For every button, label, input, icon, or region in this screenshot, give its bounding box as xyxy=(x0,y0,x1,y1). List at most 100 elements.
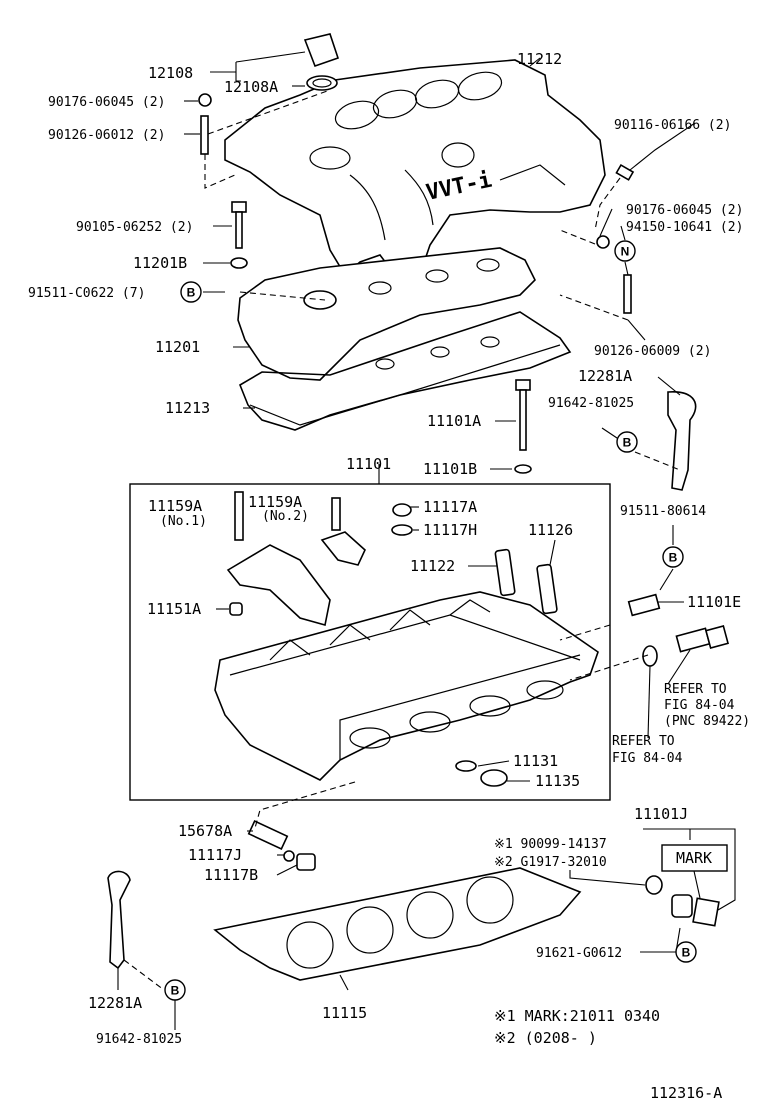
label-91621-G0612: 91621-G0612 xyxy=(536,946,622,961)
svg-text:B: B xyxy=(623,436,632,450)
label-90176-06045-a: 90176-06045 (2) xyxy=(48,95,165,110)
plug-15678A xyxy=(247,819,289,851)
label-11135: 11135 xyxy=(535,772,580,790)
label-11101: 11101 xyxy=(346,455,391,473)
bolt-11101A xyxy=(514,379,532,474)
label-11101E: 11101E xyxy=(687,593,741,611)
gasket-11213 xyxy=(239,311,572,431)
label-11117B: 11117B xyxy=(204,866,258,884)
label-90126-06009: 90126-06009 (2) xyxy=(594,344,711,359)
refer-1-line-3: (PNC 89422) xyxy=(664,714,750,729)
svg-text:B: B xyxy=(171,984,180,998)
note-2: ※2 G1917-32010 xyxy=(494,855,607,870)
label-11151A: 11151A xyxy=(147,600,201,618)
oil-filler-cap-12108 xyxy=(303,33,340,91)
label-11117J: 11117J xyxy=(188,846,242,864)
part-labels: 12108 12108A 11212 90176-06045 (2) 90126… xyxy=(28,50,750,1102)
gasket-11117J xyxy=(283,850,295,862)
sensor-11101E xyxy=(627,593,661,617)
label-12108: 12108 xyxy=(148,64,193,82)
label-11122: 11122 xyxy=(410,557,455,575)
label-12281A-bottom: 12281A xyxy=(88,994,142,1012)
label-11131: 11131 xyxy=(513,752,558,770)
callout-b-5: B xyxy=(164,979,186,1001)
svg-text:B: B xyxy=(669,551,678,565)
label-91642-81025-bottom: 91642-81025 xyxy=(96,1032,182,1047)
bolt-11159A-no1 xyxy=(234,491,244,541)
label-94150-10641: 94150-10641 (2) xyxy=(626,220,743,235)
label-11126: 11126 xyxy=(528,521,573,539)
label-11115: 11115 xyxy=(322,1004,367,1022)
nut-90176-right xyxy=(596,235,610,249)
label-90126-06012: 90126-06012 (2) xyxy=(48,128,165,143)
head-cover-11201 xyxy=(237,247,536,381)
refer-2-line-1: REFER TO xyxy=(612,734,675,749)
figure-id: 112316-A xyxy=(650,1084,722,1102)
nut-90176-left xyxy=(198,93,212,107)
guide-11126 xyxy=(536,563,558,615)
label-11117A: 11117A xyxy=(423,498,477,516)
label-90116-06166: 90116-06166 (2) xyxy=(614,118,731,133)
label-11159A-no2-sub: (No.2) xyxy=(262,509,309,524)
seal-11135 xyxy=(480,769,508,787)
callout-b-3: B xyxy=(662,546,684,568)
label-12108A: 12108A xyxy=(224,78,278,96)
note-1: ※1 90099-14137 xyxy=(494,837,607,852)
sensor-refer-89422 xyxy=(675,624,730,653)
label-91642-81025-top: 91642-81025 xyxy=(548,396,634,411)
callout-b-1: B xyxy=(180,281,202,303)
label-11101A: 11101A xyxy=(427,412,481,430)
camshaft-bearing-cap-no1 xyxy=(226,544,331,627)
label-11201B: 11201B xyxy=(133,254,187,272)
cylinder-head-box xyxy=(129,483,611,801)
label-11159A-no1-sub: (No.1) xyxy=(160,514,207,529)
label-11159A-no1: 11159A xyxy=(148,497,202,515)
stud-90126-06009 xyxy=(623,274,632,314)
plug-11117A xyxy=(392,503,412,517)
label-11212: 11212 xyxy=(517,50,562,68)
leader-lines xyxy=(117,51,736,1030)
label-15678A: 15678A xyxy=(178,822,232,840)
callout-b-4: B xyxy=(675,941,697,963)
label-11117H: 11117H xyxy=(423,521,477,539)
engine-hanger-top xyxy=(667,391,697,491)
svg-text:N: N xyxy=(621,245,630,259)
seal-11131 xyxy=(455,760,477,772)
mark-label: MARK xyxy=(676,849,712,867)
footnote-2: ※2 (0208- ) xyxy=(494,1029,597,1047)
refer-1-line-2: FIG 84-04 xyxy=(664,698,735,713)
footnote-1: ※1 MARK:21011 0340 xyxy=(494,1007,660,1025)
stud-90126-06012 xyxy=(200,115,209,155)
label-11101B: 11101B xyxy=(423,460,477,478)
label-90176-06045-b: 90176-06045 (2) xyxy=(626,203,743,218)
guide-11122 xyxy=(494,548,516,597)
label-12281A-top: 12281A xyxy=(578,367,632,385)
label-91511-80614: 91511-80614 xyxy=(620,504,706,519)
pin-11151A xyxy=(229,602,243,616)
label-11159A-no2: 11159A xyxy=(248,493,302,511)
svg-text:B: B xyxy=(682,946,691,960)
bolt-90105 xyxy=(231,201,247,249)
head-cover-11212: VVT-i xyxy=(224,59,606,281)
label-90105-06252: 90105-06252 (2) xyxy=(76,220,193,235)
head-gasket-11115 xyxy=(213,867,582,981)
cylinder-head-11101 xyxy=(214,591,599,781)
callout-n: N xyxy=(614,240,636,262)
label-11201: 11201 xyxy=(155,338,200,356)
label-11101J: 11101J xyxy=(634,805,688,823)
svg-text:B: B xyxy=(187,286,196,300)
refer-1-line-1: REFER TO xyxy=(664,682,727,697)
sensor-11101J xyxy=(645,875,720,927)
plug-11117B xyxy=(296,853,316,871)
bolt-90116 xyxy=(615,163,635,181)
label-91511-C0622: 91511-C0622 (7) xyxy=(28,286,145,301)
gasket-11117H xyxy=(391,524,413,536)
refer-2-line-2: FIG 84-04 xyxy=(612,751,683,766)
camshaft-bearing-cap-no2 xyxy=(320,531,366,566)
washer-11201B xyxy=(230,257,248,269)
callout-b-2: B xyxy=(616,431,638,453)
engine-hanger-bottom xyxy=(107,870,131,970)
bolt-11159A-no2 xyxy=(331,497,341,531)
